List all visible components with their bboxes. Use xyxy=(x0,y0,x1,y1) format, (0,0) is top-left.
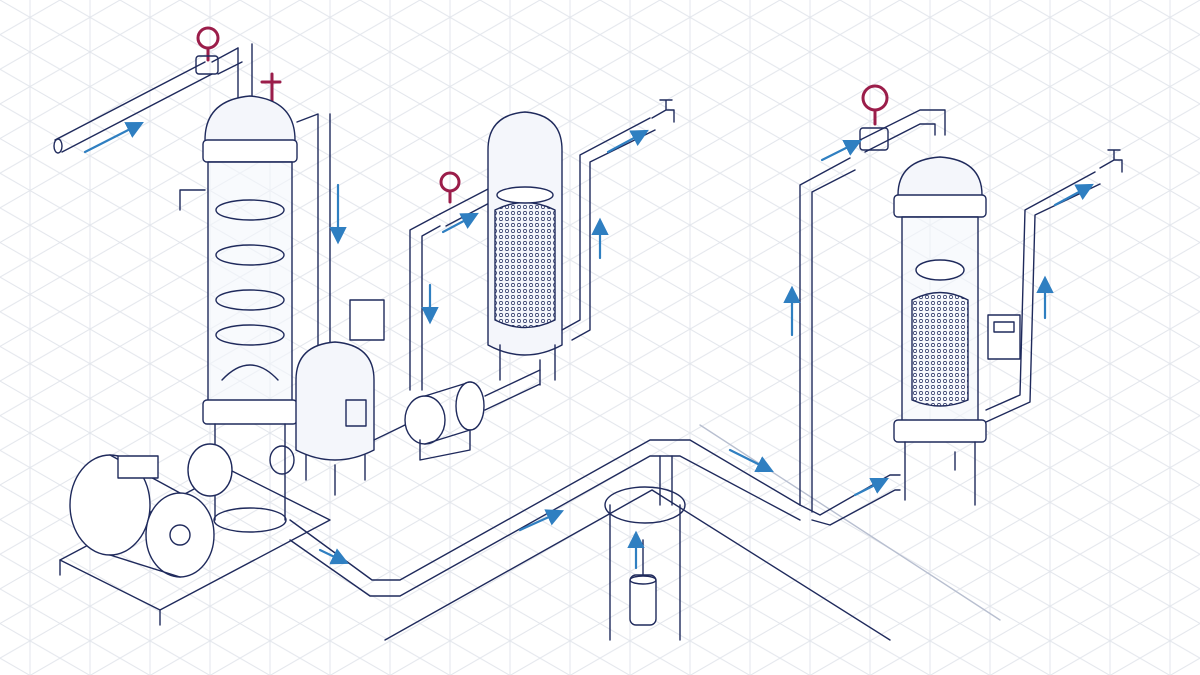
faucet-icon xyxy=(651,99,675,123)
flow-arrow-icon xyxy=(83,122,144,154)
carbon-filter-vessel xyxy=(893,156,1101,506)
main-distribution-pipe xyxy=(289,439,801,597)
valve-handle-icon xyxy=(861,84,889,126)
flow-arrow-icon xyxy=(606,129,649,154)
pressure-tank xyxy=(295,299,385,496)
inlet-pipe xyxy=(53,43,253,154)
flow-arrow-icon xyxy=(820,140,862,162)
small-red-valve xyxy=(260,72,282,106)
flow-arrow-icon xyxy=(518,509,565,532)
flow-arrow-icon xyxy=(728,448,774,472)
control-box xyxy=(987,314,1021,360)
ground-outline xyxy=(384,424,1001,641)
inlet-valve-body xyxy=(195,55,219,75)
flow-arrow-icon xyxy=(441,212,479,234)
submersible-well-pump xyxy=(629,539,657,626)
flow-arrow-icon xyxy=(1053,183,1094,207)
electric-motor-pump xyxy=(59,443,331,626)
riser-valve-body xyxy=(859,127,889,151)
valve-handle-icon xyxy=(439,171,461,204)
flow-arrows xyxy=(83,122,1094,570)
booster-pump xyxy=(373,187,541,461)
faucet-icon xyxy=(1099,149,1123,173)
valve-handle-icon xyxy=(196,26,220,62)
riser-pipe xyxy=(799,109,946,526)
flow-arrow-icon xyxy=(318,548,349,565)
multi-stage-settling-column xyxy=(179,95,298,533)
sand-filter-vessel xyxy=(487,111,656,386)
flow-arrow-icon xyxy=(853,478,889,497)
